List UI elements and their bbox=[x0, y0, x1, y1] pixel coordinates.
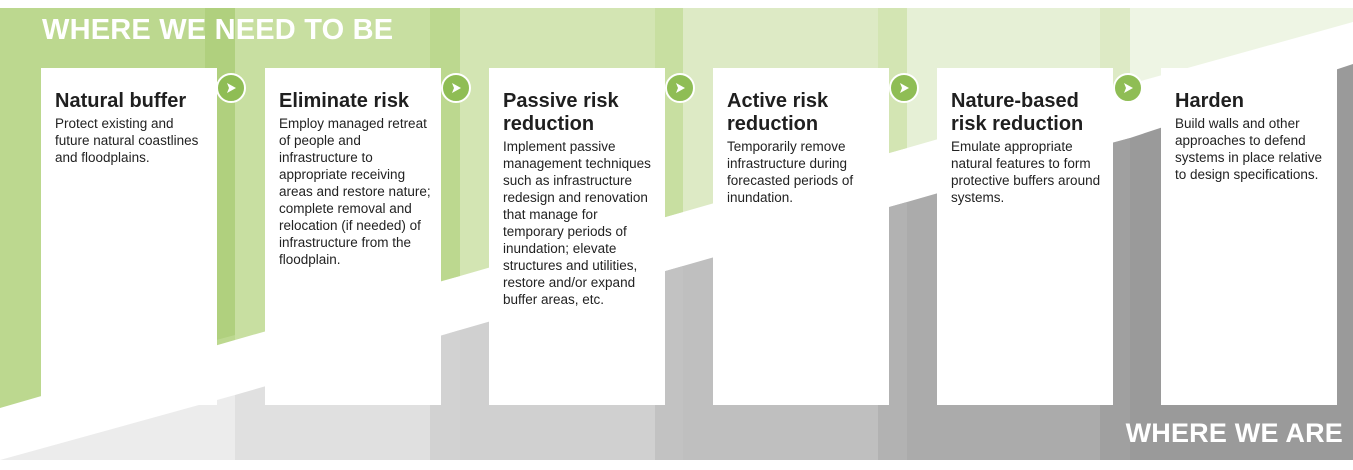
step-card-active-risk-reduction: Active risk reduction Temporarily remove… bbox=[713, 68, 889, 405]
chevron-right-circle-icon bbox=[889, 73, 919, 103]
step-description: Protect existing and future natural coas… bbox=[55, 116, 199, 165]
step-title: Passive risk reduction bbox=[503, 90, 619, 135]
green-band-6 bbox=[1130, 8, 1353, 84]
chevron-right-circle-icon bbox=[1113, 73, 1143, 103]
step-description: Employ managed retreat of people and inf… bbox=[279, 116, 431, 267]
where-we-need-to-be-heading: WHERE WE NEED TO BE bbox=[42, 14, 394, 46]
step-description: Implement passive management techniques … bbox=[503, 139, 651, 307]
chevron-right-circle-icon bbox=[441, 73, 471, 103]
chevron-right-circle-icon bbox=[216, 73, 246, 103]
step-title: Harden bbox=[1175, 90, 1244, 112]
gray-band-1 bbox=[0, 395, 235, 460]
step-card-natural-buffer: Natural buffer Protect existing and futu… bbox=[41, 68, 217, 405]
step-title: Active risk reduction bbox=[727, 90, 829, 135]
chevron-right-circle-icon bbox=[665, 73, 695, 103]
step-card-passive-risk-reduction: Passive risk reduction Implement passive… bbox=[489, 68, 665, 405]
step-title: Eliminate risk bbox=[279, 90, 410, 112]
where-we-are-heading: WHERE WE ARE bbox=[1125, 418, 1343, 448]
step-description: Build walls and other approaches to defe… bbox=[1175, 116, 1323, 182]
step-title: Nature-based risk reduction bbox=[951, 90, 1084, 135]
step-card-nature-based-risk-reduction: Nature-based risk reduction Emulate appr… bbox=[937, 68, 1113, 405]
step-description: Temporarily remove infrastructure during… bbox=[727, 139, 854, 205]
step-card-harden: Harden Build walls and other approaches … bbox=[1161, 68, 1337, 405]
step-card-eliminate-risk: Eliminate risk Employ managed retreat of… bbox=[265, 68, 441, 405]
step-description: Emulate appropriate natural features to … bbox=[951, 139, 1101, 205]
step-title: Natural buffer bbox=[55, 90, 187, 112]
